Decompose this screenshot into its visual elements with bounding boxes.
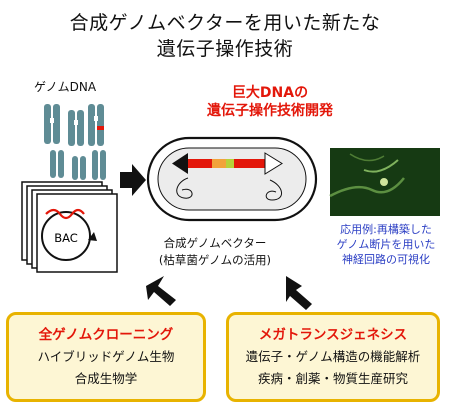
right-arrow-icon bbox=[120, 164, 146, 196]
genome-dna-label: ゲノムDNA bbox=[34, 80, 97, 94]
synthetic-genome-vector bbox=[146, 136, 318, 222]
diagram-title-line2: 遺伝子操作技術 bbox=[156, 38, 294, 60]
whole-genome-cloning-box: 全ゲノムクローニング ハイブリッドゲノム生物 合成生物学 bbox=[6, 312, 206, 402]
whole-genome-cloning-title: 全ゲノムクローニング bbox=[38, 327, 174, 343]
diagram-title-line1: 合成ゲノムベクターを用いた新たな bbox=[69, 12, 381, 34]
whole-genome-cloning-line2: 合成生物学 bbox=[74, 371, 138, 386]
bac-label: BAC bbox=[54, 231, 78, 245]
application-caption-line2: ゲノム断片を用いた bbox=[336, 238, 436, 251]
application-caption-line3: 神経回路の可視化 bbox=[342, 253, 430, 266]
chromosome-icons bbox=[44, 104, 106, 180]
vector-caption-line2: (枯草菌ゲノムの活用) bbox=[158, 253, 272, 267]
center-heading-line1: 巨大DNAの bbox=[231, 85, 309, 101]
application-caption-line1: 応用例:再構築した bbox=[340, 223, 432, 236]
center-heading-line2: 遺伝子操作技術開発 bbox=[207, 103, 333, 119]
mega-transgenesis-title: メガトランスジェネシス bbox=[258, 327, 408, 343]
neuron-visualization-image bbox=[329, 148, 440, 216]
down-right-arrow-icon bbox=[286, 276, 312, 310]
mega-transgenesis-line2: 疾病・創薬・物質生産研究 bbox=[257, 371, 408, 386]
bac-clone-stack: BAC bbox=[21, 181, 118, 273]
down-left-arrow-icon bbox=[146, 276, 176, 306]
mega-transgenesis-box: メガトランスジェネシス 遺伝子・ゲノム構造の機能解析 疾病・創薬・物質生産研究 bbox=[226, 312, 440, 402]
mega-transgenesis-line1: 遺伝子・ゲノム構造の機能解析 bbox=[245, 349, 421, 364]
whole-genome-cloning-line1: ハイブリッドゲノム生物 bbox=[37, 349, 175, 364]
vector-caption-line1: 合成ゲノムベクター bbox=[163, 236, 267, 250]
